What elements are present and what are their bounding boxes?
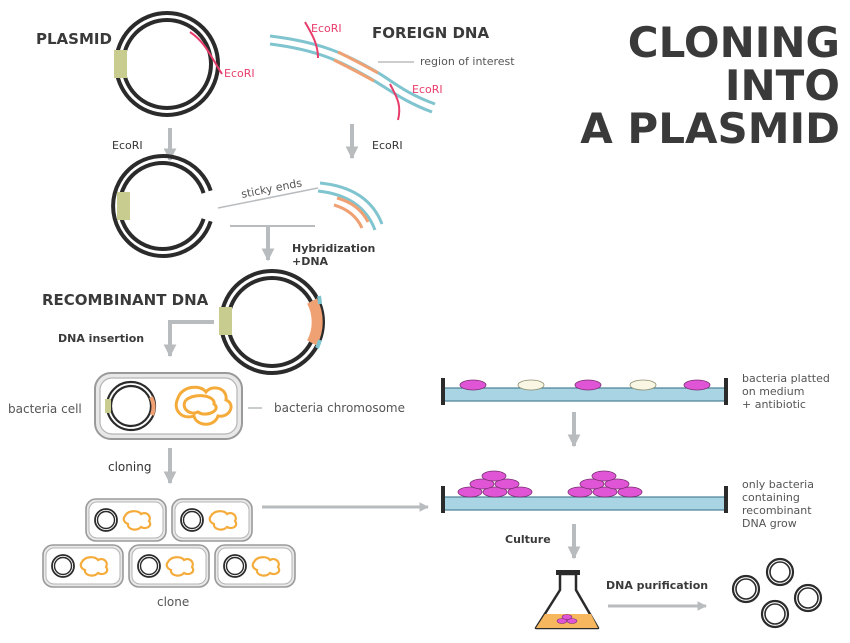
dna-insertion-arrow (163, 320, 214, 358)
clone-label: clone (157, 595, 189, 609)
plasmid-label: PLASMID (36, 30, 112, 48)
foreign-dna-label: FOREIGN DNA (372, 24, 489, 42)
bacteria-chromosome-label: bacteria chromosome (274, 401, 405, 415)
colony-cluster-right (567, 470, 643, 498)
clone-cell (128, 544, 210, 588)
clone-cell (85, 498, 167, 542)
cloning-label: cloning (108, 460, 151, 474)
ecori-dna-site-1-label: EcoRI (311, 22, 342, 35)
purified-plasmid (793, 583, 823, 613)
platted-label-2: on medium (742, 385, 804, 398)
colony-cluster-left (457, 470, 533, 498)
recombinant-insert (307, 298, 323, 346)
bacteria-cell (94, 372, 243, 440)
recombinant-plasmid (219, 269, 325, 375)
grow-label-2: containing (742, 491, 800, 504)
opened-plasmid (111, 154, 213, 258)
plate-recombinant (441, 470, 728, 513)
colony (683, 379, 711, 391)
ecori-plasmid-site-label: EcoRI (224, 67, 255, 80)
region-of-interest-segment (337, 50, 379, 75)
clone-cells (42, 498, 296, 588)
ecori-cut-site-dna-2 (389, 83, 401, 121)
ecori-cut-site-plasmid (189, 31, 223, 75)
plasmid-circle (114, 11, 223, 117)
dna-purification-label: DNA purification (606, 579, 708, 592)
colony-dead (629, 379, 657, 391)
ecori-step-left-label: EcoRI (112, 139, 143, 152)
purified-plasmids (731, 557, 823, 629)
clone-cell (171, 498, 253, 542)
cut-dna-fragment (317, 181, 384, 231)
bacteria-chromosome (174, 385, 233, 426)
ecori-cut-site-dna-1 (304, 21, 319, 59)
culture-label: Culture (505, 533, 551, 546)
purified-plasmid (760, 599, 790, 629)
hybridization-label-1: Hybridization (292, 242, 375, 255)
title-line-2: INTO (725, 61, 840, 110)
colony (574, 379, 602, 391)
recombinant-marker (219, 307, 232, 335)
foreign-dna-strand (269, 21, 436, 121)
culture-flask (534, 570, 600, 630)
purified-plasmid (765, 557, 795, 587)
opened-plasmid-marker (117, 192, 130, 220)
bacteria-cell-label: bacteria cell (8, 402, 82, 416)
sticky-ends-leader-1 (217, 187, 319, 209)
grow-label-1: only bacteria (742, 478, 814, 491)
region-of-interest-label: region of interest (420, 55, 515, 68)
clone-cell (42, 544, 124, 588)
title-line-3: A PLASMID (580, 104, 840, 153)
colony (459, 379, 487, 391)
grow-label-4: DNA grow (742, 517, 797, 530)
diagram-title: CLONING INTO A PLASMID (580, 18, 840, 153)
ecori-dna-site-2-label: EcoRI (412, 83, 443, 96)
dna-insertion-label: DNA insertion (58, 332, 144, 345)
grow-label-3: recombinant (742, 504, 812, 517)
platted-label-3: + antibiotic (742, 398, 806, 411)
clone-cell (214, 544, 296, 588)
plate-antibiotic (441, 378, 728, 405)
purified-plasmid (731, 574, 761, 604)
recombinant-dna-label: RECOMBINANT DNA (42, 291, 209, 309)
platted-label-1: bacteria platted (742, 372, 830, 385)
hybridization-label-2: +DNA (292, 255, 329, 268)
title-line-1: CLONING (628, 18, 840, 67)
colony-dead (517, 379, 545, 391)
plasmid-marker (114, 50, 127, 78)
ecori-step-right-label: EcoRI (372, 139, 403, 152)
